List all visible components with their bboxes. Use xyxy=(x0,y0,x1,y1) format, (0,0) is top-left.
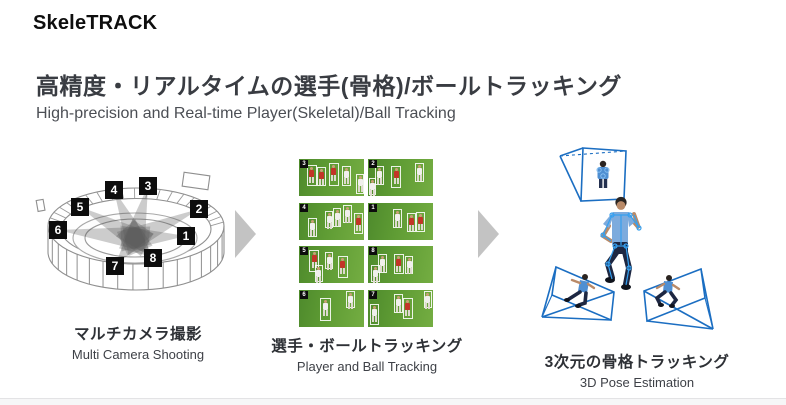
player-bounding-box xyxy=(369,303,380,325)
camera-badge-3: 3 xyxy=(139,177,157,195)
tracked-player-figure-icon xyxy=(600,196,642,290)
page-title-en: High-precision and Real-time Player(Skel… xyxy=(36,105,456,122)
tile-camera-number: 1 xyxy=(369,203,377,212)
tile-camera-number: 4 xyxy=(300,203,308,212)
player-bounding-box xyxy=(391,166,402,188)
tile-camera-number: 8 xyxy=(369,247,377,255)
caption-multi-camera: マルチカメラ撮影 Multi Camera Shooting xyxy=(33,322,243,362)
tracking-tile-cam-8: 8 xyxy=(368,246,433,283)
pose-estimation-panel xyxy=(533,142,740,344)
camera-badge-5: 5 xyxy=(71,198,89,216)
player-bounding-box xyxy=(374,165,384,185)
caption-player-ball-tracking-jp: 選手・ボールトラッキング xyxy=(271,338,463,355)
mini-player-run-icon xyxy=(654,275,681,308)
tracking-tile-cam-6: 6 xyxy=(299,289,364,327)
tile-camera-number: 6 xyxy=(300,290,308,299)
player-bounding-box xyxy=(368,177,377,196)
camera-badge-6: 6 xyxy=(49,221,67,239)
player-bounding-box xyxy=(392,209,402,228)
caption-3d-pose: 3次元の骨格トラッキング 3D Pose Estimation xyxy=(532,350,742,390)
camera-view-cone xyxy=(58,226,151,253)
3d-pose-illustration-icon xyxy=(541,147,714,330)
player-bounding-box xyxy=(414,162,424,182)
camera-badge-1: 1 xyxy=(177,227,195,245)
player-bounding-box xyxy=(308,218,318,238)
camera-badge-8: 8 xyxy=(144,249,162,267)
caption-player-ball-tracking-en: Player and Ball Tracking xyxy=(296,359,438,374)
arrow-right-icon xyxy=(235,210,256,258)
tile-camera-number: 5 xyxy=(300,247,308,255)
tracking-tile-cam-5: 5 xyxy=(299,246,364,283)
camera-view-cone xyxy=(115,218,153,258)
player-bounding-box xyxy=(394,293,404,314)
player-bounding-box xyxy=(341,165,351,186)
brand-logo: SkeleTRACK xyxy=(33,12,158,34)
player-bounding-box xyxy=(423,291,432,310)
player-ball-tracking-panel: 3 2 4 1 5 8 6 7 xyxy=(299,159,433,327)
tracking-tile-cam-3: 3 xyxy=(299,159,364,196)
player-bounding-box xyxy=(378,254,388,273)
player-bounding-box xyxy=(407,212,417,233)
caption-3d-pose-en: 3D Pose Estimation xyxy=(579,375,695,390)
page-title-jp: 高精度・リアルタイムの選手(骨格)/ボールトラッキング xyxy=(36,73,622,99)
tile-camera-number: 3 xyxy=(300,160,308,168)
player-bounding-box xyxy=(405,255,414,275)
player-bounding-box xyxy=(338,256,348,278)
caption-multi-camera-jp: マルチカメラ撮影 xyxy=(73,326,202,343)
camera-view-cone xyxy=(120,225,186,252)
camera-badge-2: 2 xyxy=(190,200,208,218)
caption-3d-pose-jp: 3次元の骨格トラッキング xyxy=(544,354,730,371)
player-bounding-box xyxy=(309,250,320,272)
camera-view-cone xyxy=(116,209,199,256)
player-bounding-box xyxy=(356,173,364,195)
camera-badge-4: 4 xyxy=(105,181,123,199)
player-bounding-box xyxy=(319,297,331,321)
player-bounding-box xyxy=(317,167,327,187)
footer-strip xyxy=(0,398,786,405)
player-bounding-box xyxy=(354,212,364,235)
caption-multi-camera-en: Multi Camera Shooting xyxy=(71,347,205,362)
player-bounding-box xyxy=(345,290,355,309)
arrow-right-icon xyxy=(478,210,499,258)
camera-view-cone xyxy=(80,207,154,257)
tracking-tile-cam-1: 1 xyxy=(368,202,433,240)
tracking-tile-cam-2: 2 xyxy=(368,159,433,196)
camera-view-cone xyxy=(115,219,154,266)
tile-camera-number: 7 xyxy=(369,290,377,299)
tile-camera-number: 2 xyxy=(369,160,377,168)
mini-player-kick-icon xyxy=(564,274,596,308)
caption-player-ball-tracking: 選手・ボールトラッキング Player and Ball Tracking xyxy=(262,334,472,374)
tracking-tile-cam-4: 4 xyxy=(299,202,364,240)
mini-player-back-icon xyxy=(596,160,610,188)
player-bounding-box xyxy=(371,265,380,283)
camera-badge-7: 7 xyxy=(106,257,124,275)
camera-view-cone xyxy=(118,186,148,255)
tracking-tile-cam-7: 7 xyxy=(368,289,433,327)
player-bounding-box xyxy=(314,265,324,283)
player-bounding-box xyxy=(343,205,353,224)
player-bounding-box xyxy=(332,208,342,227)
player-bounding-box xyxy=(403,298,413,319)
camera-view-cone xyxy=(114,190,153,257)
player-bounding-box xyxy=(306,164,317,186)
player-bounding-box xyxy=(394,254,404,275)
player-bounding-box xyxy=(328,163,339,186)
player-bounding-box xyxy=(416,211,425,233)
player-bounding-box xyxy=(325,251,334,270)
